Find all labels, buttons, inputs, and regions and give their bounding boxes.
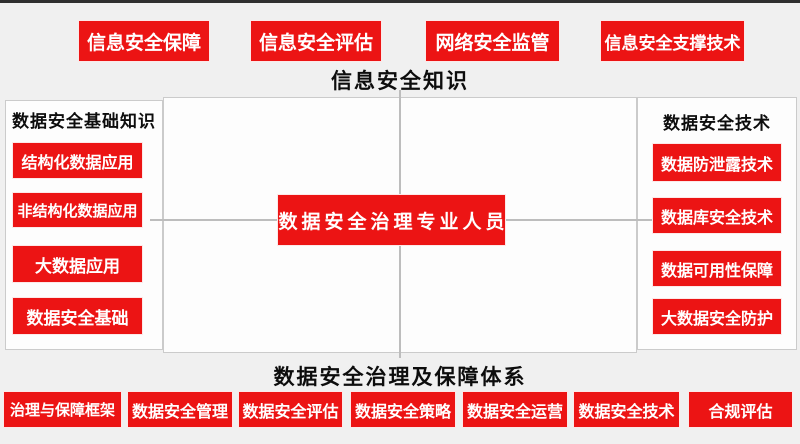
- info-security-knowledge-label: 信息安全知识: [331, 69, 469, 93]
- big-data-application-box: 大数据应用: [12, 245, 143, 283]
- data-security-assessment-box: 数据安全评估: [238, 391, 343, 428]
- data-security-strategy-box: 数据安全策略: [350, 391, 456, 428]
- right-panel-title: 数据安全技术: [663, 114, 771, 133]
- top-border-line: [0, 0, 800, 3]
- data-security-foundation-box: 数据安全基础: [12, 297, 143, 335]
- unstructured-data-application-box: 非结构化数据应用: [12, 192, 143, 228]
- data-availability-assurance-box: 数据可用性保障: [652, 250, 782, 287]
- data-security-management-box: 数据安全管理: [127, 391, 233, 428]
- compliance-assessment-box: 合规评估: [688, 391, 793, 428]
- info-security-assurance-box: 信息安全保障: [78, 20, 210, 62]
- data-leak-prevention-tech-box: 数据防泄露技术: [652, 143, 782, 182]
- governance-assurance-framework-box: 治理与保障框架: [3, 391, 122, 428]
- info-security-assessment-box: 信息安全评估: [250, 20, 382, 62]
- data-security-governance-professional-box: 数据安全治理专业人员: [277, 194, 506, 246]
- network-security-supervision-box: 网络安全监管: [425, 20, 560, 62]
- structured-data-application-box: 结构化数据应用: [12, 142, 143, 179]
- info-security-support-tech-box: 信息安全支撑技术: [600, 20, 745, 62]
- left-panel-title: 数据安全基础知识: [12, 112, 156, 131]
- data-security-technology-box: 数据安全技术: [573, 391, 680, 428]
- big-data-security-protection-box: 大数据安全防护: [652, 298, 782, 335]
- database-security-tech-box: 数据库安全技术: [652, 197, 782, 234]
- data-security-operations-box: 数据安全运营: [462, 391, 568, 428]
- governance-assurance-system-label: 数据安全治理及保障体系: [273, 365, 527, 389]
